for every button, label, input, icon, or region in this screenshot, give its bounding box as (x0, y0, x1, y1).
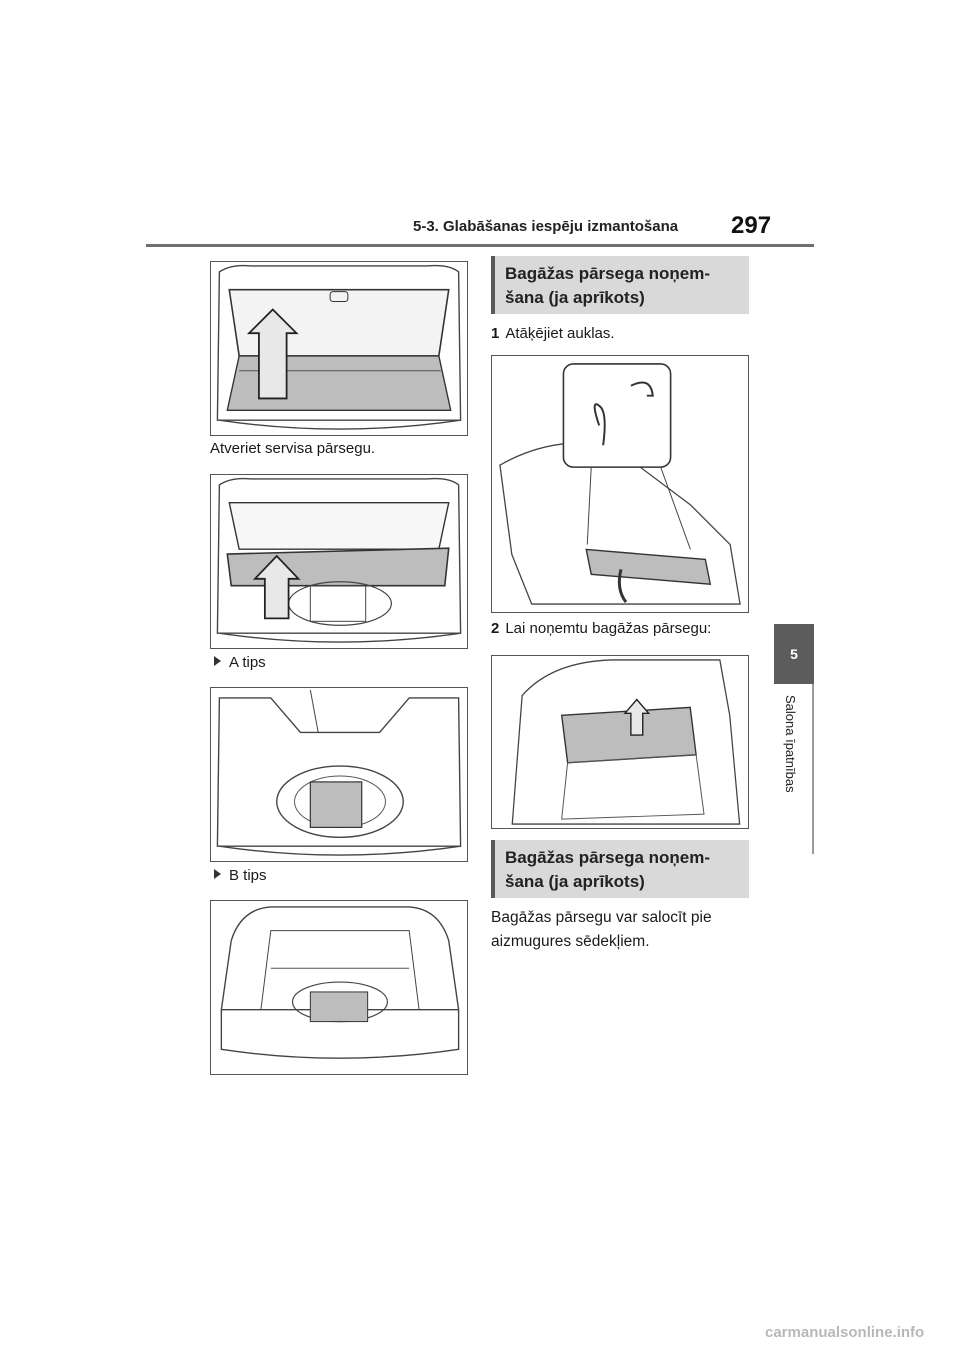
bullet-arrow-icon (214, 869, 221, 879)
floor-board-illustration (216, 477, 462, 643)
type-b-spare-illustration (220, 906, 460, 1059)
bullet-arrow-icon (214, 656, 221, 666)
remove-cover-illustration (511, 659, 741, 825)
type-b-label: B tips (229, 867, 267, 884)
chapter-number: 5 (790, 646, 798, 662)
caption-type-b: B tips (214, 867, 267, 884)
figure-type-b (210, 900, 468, 1075)
trunk-open-illustration (216, 264, 462, 430)
watermark: carmanualsonline.info (765, 1324, 925, 1341)
caption-type-a: A tips (214, 654, 266, 671)
chapter-label: Salona īpatnības (783, 695, 798, 793)
type-a-label: A tips (229, 654, 266, 671)
step-2: 2 Lai noņemtu bagāžas pārsegu: (491, 620, 711, 637)
step-number: 1 (491, 325, 500, 342)
figure-unhook-cords (491, 355, 749, 613)
step-number: 2 (491, 620, 500, 637)
side-rule (812, 684, 814, 854)
unhook-cords-illustration (499, 363, 741, 605)
step-1: 1 Atāķējiet auklas. (491, 325, 615, 342)
chapter-tab: 5 (774, 624, 814, 684)
type-a-spare-illustration (216, 689, 462, 856)
header-rule (146, 244, 814, 247)
body-text: Bagāžas pārsegu var salocīt pie aizmugur… (491, 909, 712, 950)
section-title: 5-3. Glabāšanas iespēju izmantošana (413, 218, 679, 235)
figure-open-service-cover (210, 261, 468, 436)
figure-type-a (210, 687, 468, 862)
page-number: 297 (731, 212, 772, 239)
section-heading-remove-cover: Bagāžas pārsega noņem- šana (ja aprīkots… (491, 256, 749, 314)
step-text: Lai noņemtu bagāžas pārsegu: (505, 620, 712, 637)
caption-open-service-cover: Atveriet servisa pārsegu. (210, 440, 376, 457)
step-text: Atāķējiet auklas. (505, 325, 615, 342)
figure-lift-floor-board (210, 474, 468, 649)
section-heading-fold-cover: Bagāžas pārsega noņem- šana (ja aprīkots… (491, 840, 749, 898)
figure-remove-cover (491, 655, 749, 829)
